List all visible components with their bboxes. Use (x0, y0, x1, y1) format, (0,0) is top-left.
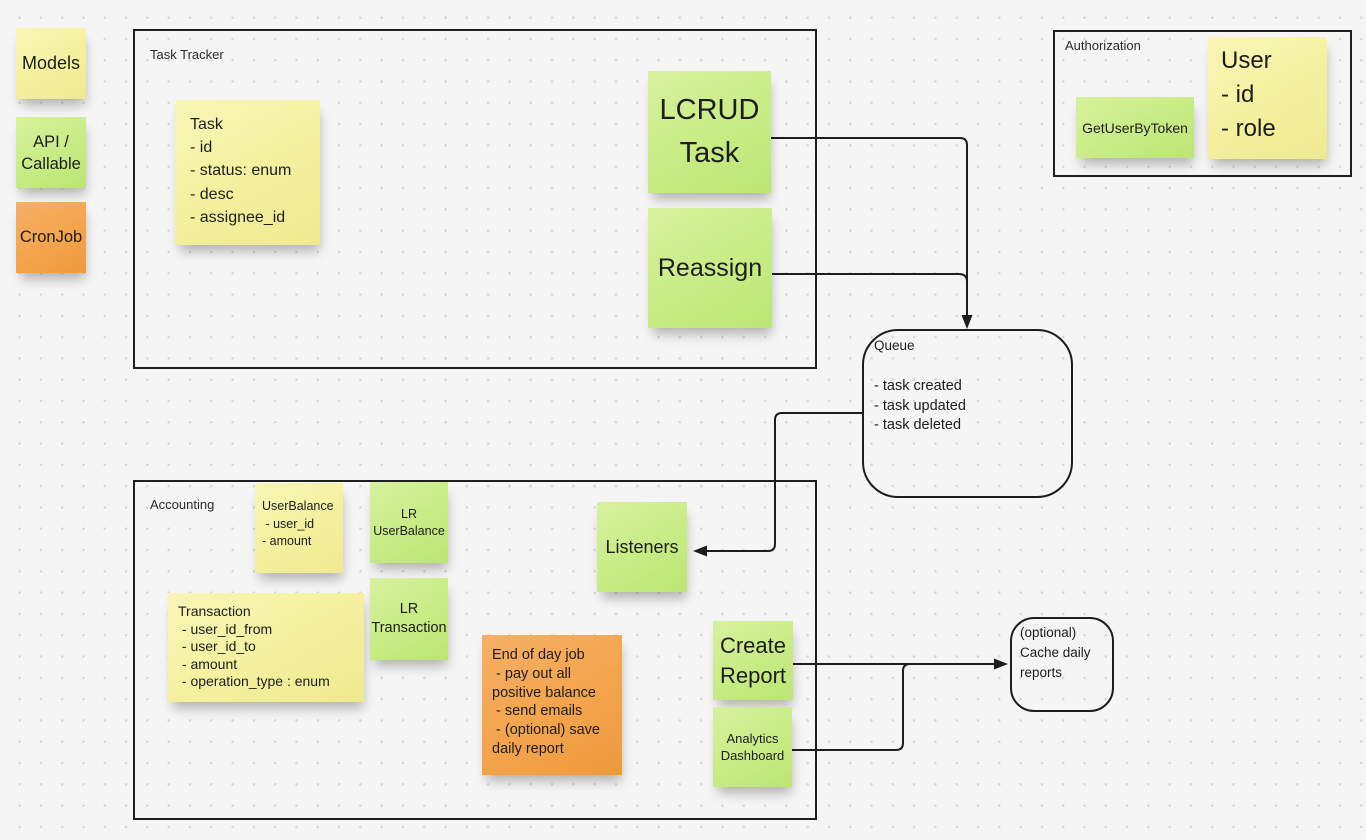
analytics-dashboard-line: Analytics (726, 730, 779, 746)
connector-lcrud-to-queue[interactable] (771, 137, 968, 321)
queue-title: Queue (874, 338, 915, 353)
user-balance-line: - user_id (262, 516, 315, 531)
sticky-listeners[interactable]: Listeners (597, 502, 687, 592)
cache-line: (optional) (1020, 625, 1077, 640)
listeners-label: Listeners (605, 536, 679, 557)
reassign-label: Reassign (657, 253, 763, 282)
end-of-day-line: - (optional) save (492, 722, 600, 739)
sticky-api-callable-line: Callable (21, 154, 81, 173)
frame-title-task-tracker: Task Tracker (150, 47, 224, 62)
task-model-line: - assignee_id (190, 208, 286, 226)
end-of-day-line: - send emails (492, 703, 583, 720)
lcrud-line: Task (679, 137, 740, 169)
sticky-api-callable[interactable]: API / Callable (16, 117, 86, 188)
lcrud-line: LCRUD (659, 94, 760, 126)
sticky-lr-transaction[interactable]: LR Transaction (370, 578, 448, 660)
user-balance-line: - amount (262, 534, 312, 548)
get-user-by-token-label: GetUserByToken (1082, 119, 1188, 136)
transaction-line: - user_id_from (178, 620, 273, 637)
create-report-line: Create (719, 632, 787, 658)
user-balance-line: UserBalance (262, 499, 334, 513)
sticky-user-model[interactable]: User - id - role (1208, 37, 1327, 159)
task-model-line: Task (190, 116, 223, 133)
arrowhead-queue (961, 315, 973, 329)
cache-line: reports (1020, 665, 1063, 680)
transaction-line: - user_id_to (178, 638, 256, 654)
frame-task-tracker[interactable]: Task Tracker (133, 29, 817, 369)
create-report-line: Report (719, 662, 787, 688)
end-of-day-line: - pay out all (492, 665, 571, 682)
frame-title-authorization: Authorization (1065, 38, 1141, 53)
queue-item: - task updated (874, 397, 966, 414)
connector-analytics-to-cache[interactable] (792, 663, 911, 751)
sticky-models-label: Models (21, 53, 81, 73)
frame-accounting[interactable]: Accounting (133, 480, 817, 820)
sticky-transaction-model[interactable]: Transaction - user_id_from - user_id_to … (168, 593, 364, 702)
sticky-api-callable-line: API / (33, 132, 69, 151)
queue-item: - task created (874, 378, 962, 394)
sticky-reassign[interactable]: Reassign (648, 208, 772, 328)
queue-item: - task deleted (874, 417, 962, 433)
user-model-line: - id (1221, 81, 1255, 108)
lr-transaction-line: LR (399, 601, 419, 617)
arrowhead-listeners (693, 545, 707, 557)
sticky-user-balance-model[interactable]: UserBalance - user_id - amount (255, 483, 343, 573)
sticky-models[interactable]: Models (16, 28, 86, 99)
cache-daily-reports-shape[interactable]: (optional) Cache daily reports (1010, 617, 1114, 712)
queue-shape[interactable]: Queue - task created - task updated - ta… (862, 329, 1073, 498)
analytics-dashboard-line: Dashboard (720, 748, 785, 763)
lr-user-balance-line: UserBalance (373, 523, 445, 538)
sticky-task-model[interactable]: Task - id - status: enum - desc - assign… (175, 100, 320, 245)
task-model-line: - status: enum (190, 162, 292, 180)
transaction-line: - operation_type : enum (178, 673, 330, 689)
task-model-line: - desc (190, 185, 234, 203)
end-of-day-line: positive balance (492, 684, 596, 701)
frame-title-accounting: Accounting (150, 497, 215, 512)
end-of-day-line: End of day job (492, 647, 585, 663)
connector-queue-to-listeners[interactable] (701, 412, 862, 552)
transaction-line: - amount (178, 655, 238, 672)
task-model-line: - id (190, 139, 213, 157)
cache-daily-reports-text: (optional) Cache daily reports (1020, 623, 1091, 683)
sticky-get-user-by-token[interactable]: GetUserByToken (1076, 97, 1194, 158)
end-of-day-line: daily report (492, 740, 564, 757)
arrowhead-cache (994, 658, 1008, 670)
lr-transaction-line: Transaction (371, 620, 447, 636)
user-model-line: - role (1221, 115, 1276, 142)
sticky-lcrud-task[interactable]: LCRUD Task (648, 71, 771, 193)
sticky-end-of-day-job[interactable]: End of day job - pay out all positive ba… (482, 635, 622, 775)
sticky-cronjob[interactable]: CronJob (16, 202, 86, 273)
sticky-create-report[interactable]: Create Report (713, 621, 793, 700)
cache-line: Cache daily (1020, 645, 1091, 660)
sticky-cronjob-label: CronJob (19, 228, 83, 246)
user-model-line: User (1221, 47, 1272, 74)
transaction-line: Transaction (178, 603, 251, 619)
queue-items: - task created - task updated - task del… (874, 377, 966, 436)
lr-user-balance-line: LR (401, 506, 417, 521)
connector-reassign-to-queue[interactable] (772, 273, 968, 292)
frame-authorization[interactable]: Authorization (1053, 30, 1352, 177)
sticky-lr-user-balance[interactable]: LR UserBalance (370, 482, 448, 563)
sticky-analytics-dashboard[interactable]: Analytics Dashboard (713, 707, 792, 787)
